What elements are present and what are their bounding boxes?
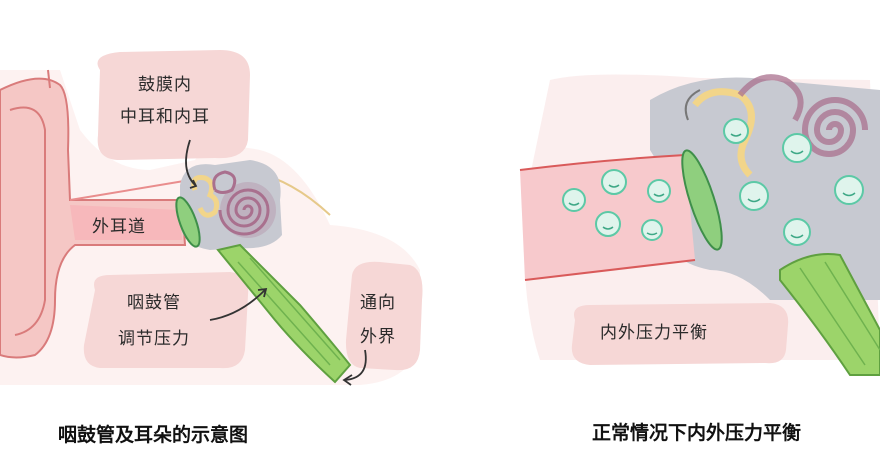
bubble-icon [601, 169, 627, 195]
ear-diagram-panel: 鼓膜内 中耳和内耳 外耳道 咽鼓管 调节压力 通向 外界 咽鼓管及耳朵的示意图 [0, 50, 423, 446]
label-to-outside-line2: 外界 [360, 327, 396, 347]
ear-diagram-illustration [0, 50, 423, 386]
bubble-icon [641, 219, 663, 241]
arrow-to-tube [209, 289, 266, 321]
label-eustachian-line2: 调节压力 [118, 329, 190, 349]
cochlea-right [801, 97, 868, 157]
bubble-icon [562, 188, 586, 212]
ear-canal [70, 205, 182, 240]
bubble-icon [834, 175, 864, 205]
label-inner-ear-line1: 鼓膜内 [138, 75, 192, 95]
label-outer-canal: 外耳道 [92, 217, 146, 237]
label-blob-outside [345, 261, 423, 371]
ossicles-right [692, 88, 755, 178]
label-blob-eustachian [83, 272, 249, 369]
pressure-illustration [519, 74, 880, 376]
bubble-icon [647, 179, 671, 203]
label-blob-balance [571, 303, 789, 365]
arrow-to-outside [344, 349, 367, 381]
eardrum-right [681, 149, 723, 251]
air-bubbles [562, 118, 864, 246]
label-blob-inner-ear [97, 50, 250, 160]
bubble-icon [783, 218, 811, 246]
caption-right: 正常情况下内外压力平衡 [592, 422, 802, 444]
bubble-icon [595, 211, 621, 237]
label-to-outside-line1: 通向 [360, 293, 396, 313]
caption-left: 咽鼓管及耳朵的示意图 [58, 424, 249, 446]
bubble-icon [782, 133, 812, 163]
pressure-balance-panel: 内外压力平衡 正常情况下内外压力平衡 [440, 0, 880, 475]
eustachian-tube-right [779, 253, 880, 376]
label-inner-ear-line2: 中耳和内耳 [120, 107, 210, 127]
bubble-icon [739, 181, 769, 211]
label-pressure-balance: 内外压力平衡 [600, 323, 708, 343]
ossicles [191, 175, 220, 218]
eardrum [175, 196, 201, 248]
label-to-outside: 通向 外界 [360, 290, 396, 350]
label-inner-ear: 鼓膜内 中耳和内耳 [120, 72, 210, 130]
bubble-icon [723, 118, 749, 144]
arrow-to-inner-ear [185, 139, 196, 186]
middle-ear-cavity [180, 160, 282, 250]
label-eustachian-line1: 咽鼓管 [127, 293, 181, 313]
label-eustachian: 咽鼓管 调节压力 [118, 290, 190, 352]
